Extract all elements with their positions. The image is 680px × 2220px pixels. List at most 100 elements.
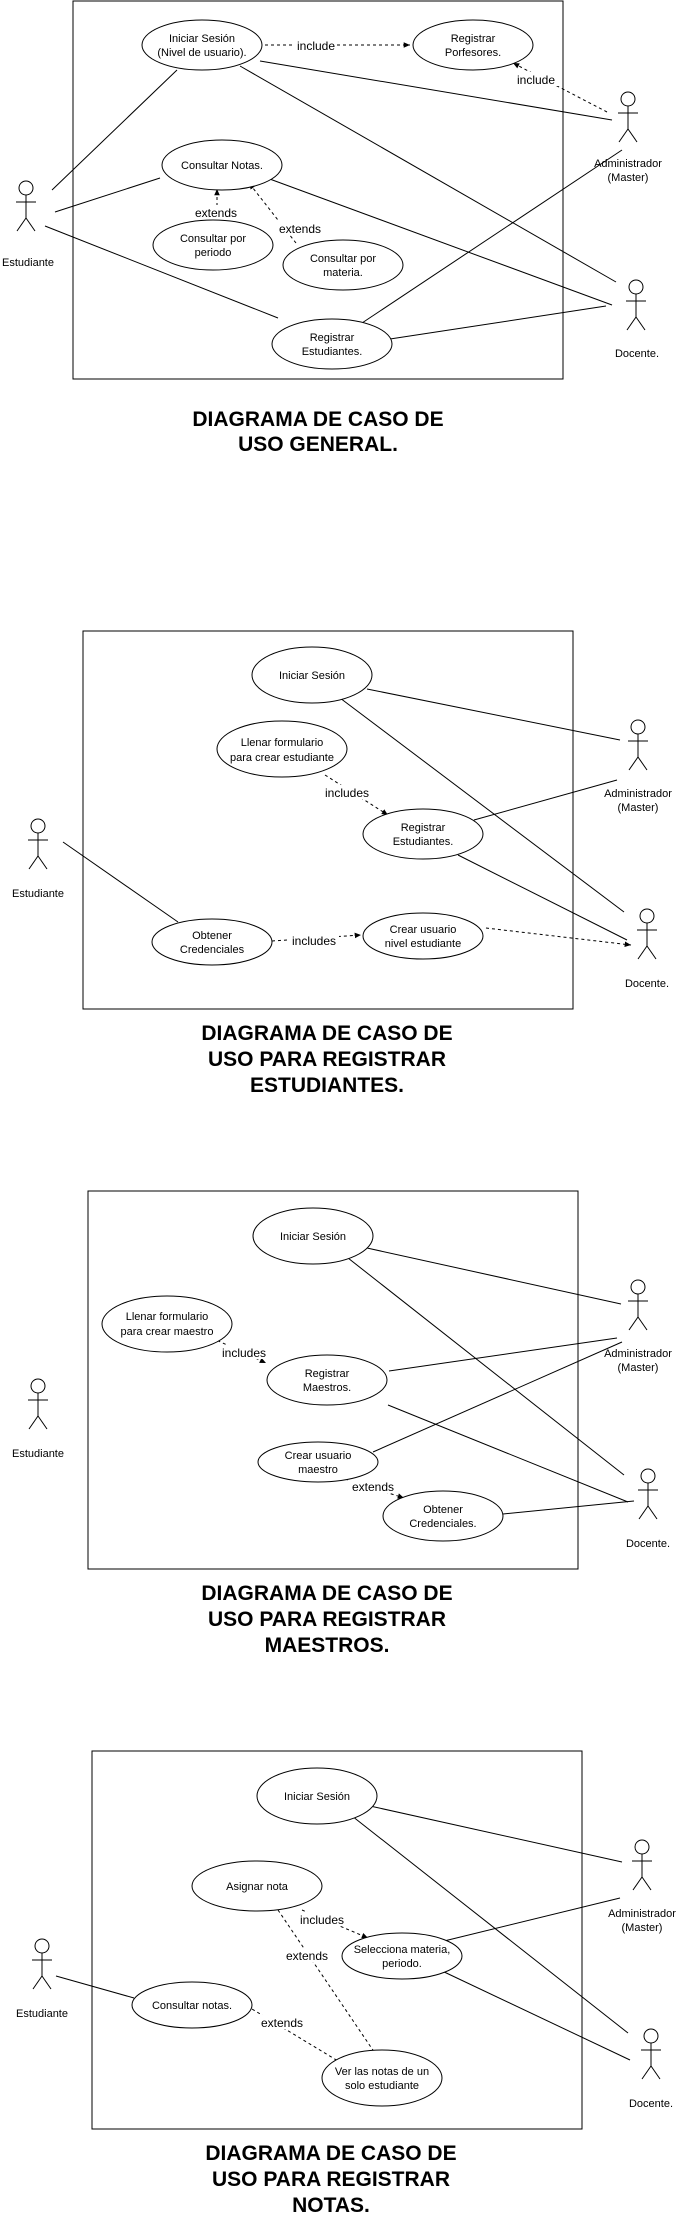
use-case-label: Iniciar Sesión <box>279 670 345 682</box>
diagram-title: DIAGRAMA DE CASO DE <box>192 408 443 431</box>
use-case-consultar-por-periodo[interactable]: Consultar por periodo <box>152 219 274 271</box>
diagram-title: ESTUDIANTES. <box>250 1074 404 1097</box>
use-case-label: para crear estudiante <box>230 752 334 764</box>
association-line <box>366 1247 622 1305</box>
use-case-label: Llenar formulario <box>126 1311 209 1323</box>
use-case-label: periodo. <box>382 1958 422 1970</box>
actor-label: Docente. <box>629 2098 673 2110</box>
use-case-label: Crear usuario <box>390 924 457 936</box>
actor-label: Administrador <box>604 1348 672 1360</box>
use-case-label: solo estudiante <box>345 2080 419 2092</box>
association-line <box>339 697 625 913</box>
actor-estudiante[interactable] <box>16 180 36 232</box>
use-case-label: Consultar Notas. <box>181 160 263 172</box>
use-case-registrar-profesores[interactable]: Registrar Porfesores. <box>412 19 534 71</box>
system-boundary <box>82 630 574 1010</box>
extends-label: extends <box>279 222 321 236</box>
actor-administrador[interactable] <box>628 719 648 771</box>
use-case-iniciar-sesion[interactable]: Iniciar Sesión <box>252 1207 374 1265</box>
actor-docente[interactable] <box>626 279 646 331</box>
use-case-ver-notas-estudiante[interactable]: Ver las notas de un solo estudiante <box>321 2049 443 2107</box>
diagram-title: DIAGRAMA DE CASO DE <box>201 1022 452 1045</box>
use-case-label: Porfesores. <box>445 47 501 59</box>
extends-line <box>246 2005 339 2062</box>
diagram-registrar-maestros: includes extends Iniciar Sesión Llenar f… <box>12 1190 672 1657</box>
actor-estudiante[interactable] <box>28 1378 48 1430</box>
use-case-crear-usuario-estudiante[interactable]: Crear usuario nivel estudiante <box>362 912 484 960</box>
actor-label: Estudiante <box>12 1448 64 1460</box>
actor-administrador[interactable] <box>618 91 638 143</box>
use-case-selecciona-materia[interactable]: Selecciona materia, periodo. <box>341 1932 463 1980</box>
actor-estudiante[interactable] <box>28 818 48 870</box>
association-line <box>387 1404 629 1503</box>
include-label: include <box>297 39 335 53</box>
use-case-crear-usuario-maestro[interactable]: Crear usuario maestro <box>257 1441 379 1483</box>
use-case-registrar-maestros[interactable]: Registrar Maestros. <box>266 1354 388 1406</box>
diagram-title: USO PARA REGISTRAR <box>208 1048 446 1071</box>
actor-docente[interactable] <box>638 1468 658 1520</box>
use-case-label: (Nivel de usuario). <box>157 47 246 59</box>
use-case-iniciar-sesion[interactable]: Iniciar Sesión <box>256 1767 378 1825</box>
association-line <box>388 1337 618 1372</box>
extends-line <box>277 1909 382 2063</box>
actor-label: (Master) <box>618 802 659 814</box>
use-case-label: periodo <box>195 247 232 259</box>
association-line <box>439 1897 621 1943</box>
includes-label: includes <box>325 786 369 800</box>
use-case-label: Maestros. <box>303 1382 351 1394</box>
includes-label: includes <box>300 1913 344 1927</box>
use-case-iniciar-sesion[interactable]: Iniciar Sesión (Nivel de usuario). <box>141 19 263 71</box>
use-case-label: Consultar notas. <box>152 2000 232 2012</box>
use-case-label: Obtener <box>192 930 232 942</box>
use-case-label: para crear maestro <box>121 1326 214 1338</box>
association-dashed <box>485 927 632 948</box>
association-line <box>473 779 618 821</box>
actor-label: (Master) <box>622 1922 663 1934</box>
use-case-label: Obtener <box>423 1504 463 1516</box>
actor-label: Administrador <box>604 788 672 800</box>
extends-label: extends <box>195 206 237 220</box>
association-line <box>372 1341 623 1453</box>
use-case-iniciar-sesion[interactable]: Iniciar Sesión <box>251 646 373 704</box>
actor-docente[interactable] <box>637 908 657 960</box>
diagram-title: DIAGRAMA DE CASO DE <box>201 1582 452 1605</box>
association-line <box>51 69 178 191</box>
association-line <box>62 841 179 923</box>
actor-docente[interactable] <box>641 2028 661 2080</box>
use-case-label: Consultar por <box>310 253 376 265</box>
use-case-label: Consultar por <box>180 233 246 245</box>
use-case-consultar-notas[interactable]: Consultar Notas. <box>161 139 283 191</box>
association-line <box>44 225 279 319</box>
use-case-obtener-credenciales[interactable]: Obtener Credenciales. <box>382 1490 504 1542</box>
use-case-asignar-nota[interactable]: Asignar nota <box>191 1860 323 1912</box>
use-case-label: Registrar <box>310 332 355 344</box>
association-line <box>502 1500 635 1515</box>
diagram-title: USO PARA REGISTRAR <box>212 2168 450 2191</box>
use-case-label: Registrar <box>451 33 496 45</box>
include-label: include <box>517 73 555 87</box>
use-case-label: Ver las notas de un <box>335 2066 429 2078</box>
use-case-obtener-credenciales[interactable]: Obtener Credenciales <box>151 918 273 966</box>
use-case-label: nivel estudiante <box>385 938 461 950</box>
use-case-label: Crear usuario <box>285 1450 352 1462</box>
use-case-registrar-estudiantes[interactable]: Registrar Estudiantes. <box>362 808 484 860</box>
association-line <box>389 305 607 340</box>
includes-label: includes <box>222 1346 266 1360</box>
actor-label: (Master) <box>608 172 649 184</box>
actor-label: (Master) <box>618 1362 659 1374</box>
use-case-registrar-estudiantes[interactable]: Registrar Estudiantes. <box>271 318 393 370</box>
use-case-llenar-formulario[interactable]: Llenar formulario para crear maestro <box>101 1295 233 1353</box>
use-case-consultar-notas[interactable]: Consultar notas. <box>131 1981 253 2029</box>
association-line <box>439 1969 631 2061</box>
actor-label: Estudiante <box>2 257 54 269</box>
include-arrow <box>512 62 608 113</box>
use-case-label: maestro <box>298 1464 338 1476</box>
association-line <box>351 1815 629 2034</box>
actor-label: Estudiante <box>16 2008 68 2020</box>
actor-administrador[interactable] <box>628 1279 648 1331</box>
use-case-llenar-formulario[interactable]: Llenar formulario para crear estudiante <box>216 720 348 778</box>
association-line <box>369 1805 623 1863</box>
actor-estudiante[interactable] <box>32 1938 52 1990</box>
use-case-consultar-por-materia[interactable]: Consultar por materia. <box>282 239 404 291</box>
actor-administrador[interactable] <box>632 1839 652 1891</box>
